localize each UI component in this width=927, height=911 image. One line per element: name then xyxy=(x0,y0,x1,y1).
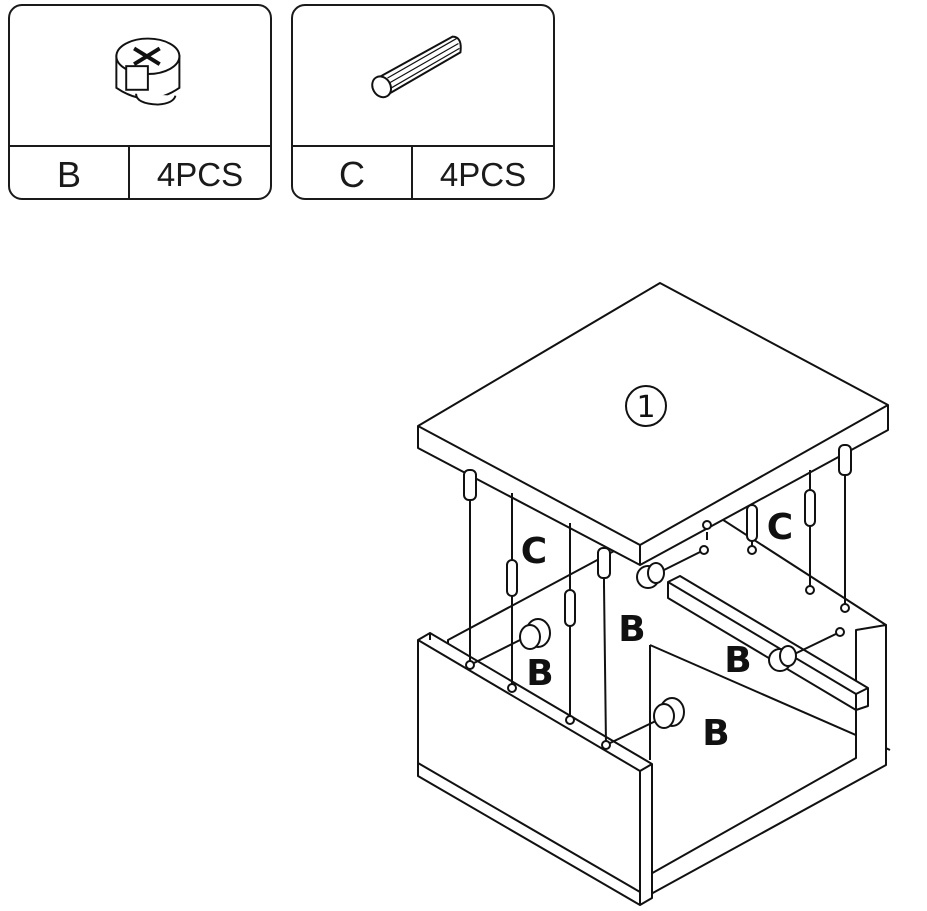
cam-lock-icon xyxy=(115,37,181,106)
step-number: 1 xyxy=(636,390,655,425)
part-card-b: B 4PCS xyxy=(8,4,272,200)
part-letter: C xyxy=(293,147,413,198)
label-dowel-left: C xyxy=(521,531,547,572)
label-cam-front: B xyxy=(702,713,729,754)
part-quantity: 4PCS xyxy=(439,155,527,193)
part-quantity: 4PCS xyxy=(156,155,244,193)
label-cam-left: B xyxy=(526,653,553,694)
label-cam-center: B xyxy=(618,609,645,650)
part-letter: B xyxy=(10,147,130,198)
label-dowel-right: C xyxy=(767,507,793,548)
part-card-c: C 4PCS xyxy=(291,4,555,200)
label-cam-right: B xyxy=(724,640,751,681)
step-number-circle xyxy=(625,385,667,427)
wooden-dowel-icon xyxy=(371,35,462,99)
